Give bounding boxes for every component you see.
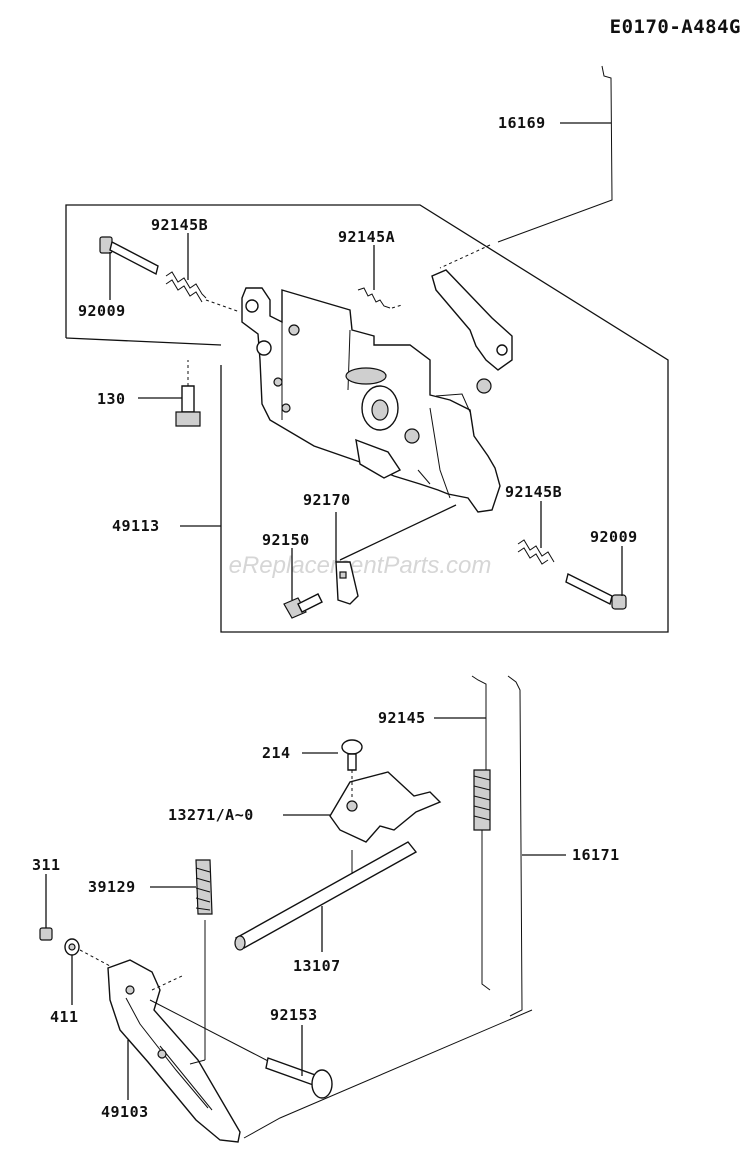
bolt-92009-right	[565, 546, 627, 610]
callout-92009-top: 92009	[78, 302, 126, 320]
callout-130: 130	[97, 390, 126, 408]
rod-16169	[439, 65, 613, 269]
watermark: eReplacementParts.com	[229, 552, 492, 579]
callout-16171: 16171	[572, 846, 620, 864]
callout-13271: 13271/A~0	[168, 806, 254, 824]
nut-311	[39, 874, 53, 941]
bolt-92009-top	[99, 236, 159, 300]
callout-92170: 92170	[303, 491, 351, 509]
upper-assembly-frame	[65, 204, 669, 633]
bolt-92153	[265, 1025, 333, 1099]
callout-49103: 49103	[101, 1103, 149, 1121]
clip-92170	[335, 512, 359, 605]
callout-92145: 92145	[378, 709, 426, 727]
callout-411: 411	[50, 1008, 79, 1026]
callout-92145b-right: 92145B	[505, 483, 562, 501]
washer-411	[64, 938, 111, 1005]
callout-311: 311	[32, 856, 61, 874]
callout-92153: 92153	[270, 1006, 318, 1024]
screw-214	[302, 739, 363, 771]
callout-16169: 16169	[498, 114, 546, 132]
callout-39129: 39129	[88, 878, 136, 896]
spring-92145a	[357, 245, 403, 309]
callout-13107: 13107	[293, 957, 341, 975]
callout-92145a: 92145A	[338, 228, 395, 246]
spring-92145b-top	[165, 233, 241, 313]
control-plate-49113	[241, 269, 513, 561]
spring-39129	[150, 859, 213, 1060]
bolt-130	[138, 360, 201, 427]
diagram-code: E0170-A484G	[610, 16, 741, 38]
callout-49113: 49113	[112, 517, 160, 535]
spring-92145b-right	[517, 501, 555, 565]
plate-13271	[283, 770, 442, 843]
lever-49103	[107, 959, 533, 1143]
callout-92145b-top: 92145B	[151, 216, 208, 234]
spring-92145	[434, 675, 491, 991]
callout-92150: 92150	[262, 531, 310, 549]
callout-92009-right: 92009	[590, 528, 638, 546]
bolt-92150	[283, 548, 323, 619]
callout-214: 214	[262, 744, 291, 762]
shaft-13107	[234, 841, 418, 952]
rod-16171	[507, 675, 566, 1017]
